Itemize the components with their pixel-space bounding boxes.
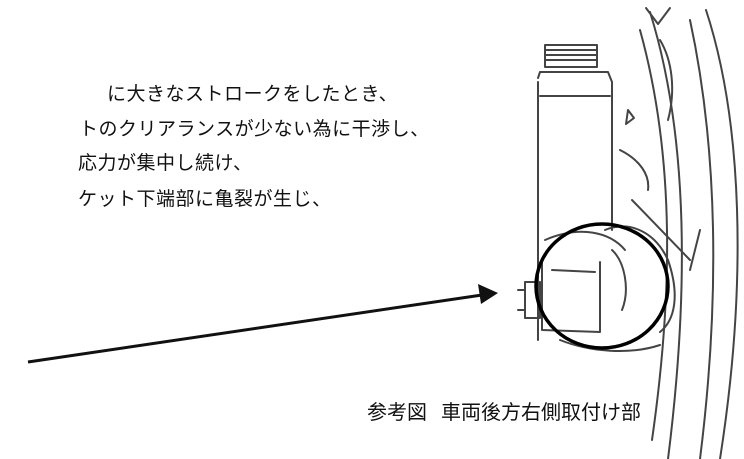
suspension-drawing — [517, 7, 739, 459]
explanation-line-1: に大きなストロークをしたとき、 — [107, 83, 399, 105]
figure-caption: 参考図車両後方右側取付け部 — [367, 396, 641, 425]
caption-label: 参考図 — [367, 400, 427, 424]
explanation-line-4: ケット下端部に亀裂が生じ、 — [78, 188, 332, 210]
explanation-line-2: トのクリアランスが少ない為に干渉し、 — [79, 118, 430, 140]
pointer-arrow — [27, 284, 498, 364]
explanation-line-3: 応力が集中し続け、 — [78, 152, 253, 174]
highlight-circle — [534, 222, 670, 350]
caption-text: 車両後方右側取付け部 — [441, 400, 641, 424]
